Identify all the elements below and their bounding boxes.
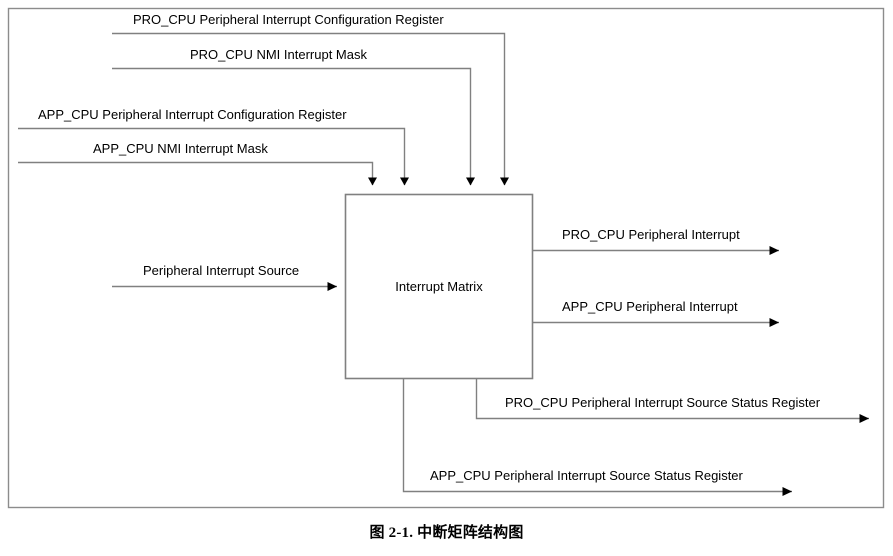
wire-pro-cpu-peripheral-interrupt: PRO_CPU Peripheral Interrupt — [533, 227, 779, 255]
interrupt-matrix-box — [344, 193, 534, 380]
wire-pro-cpu-peripheral-interrupt-source-status-register: PRO_CPU Peripheral Interrupt Source Stat… — [475, 379, 869, 423]
wire-pro-cpu-peripheral-interrupt-configuration-register: PRO_CPU Peripheral Interrupt Configurati… — [112, 12, 509, 186]
wire-peripheral-interrupt-source: Peripheral Interrupt Source — [112, 263, 337, 291]
bottom-output-wires: PRO_CPU Peripheral Interrupt Source Stat… — [402, 379, 869, 496]
wire-label-peripheral-interrupt-source: Peripheral Interrupt Source — [143, 263, 299, 278]
wire-app-cpu-peripheral-interrupt-configuration-register: APP_CPU Peripheral Interrupt Configurati… — [18, 107, 409, 186]
wire-label-pro-cpu-peripheral-interrupt: PRO_CPU Peripheral Interrupt — [562, 227, 740, 242]
interrupt-matrix-label: Interrupt Matrix — [395, 279, 483, 294]
wire-app-cpu-nmi-interrupt-mask: APP_CPU NMI Interrupt Mask — [18, 141, 377, 186]
wire-app-cpu-peripheral-interrupt: APP_CPU Peripheral Interrupt — [533, 299, 779, 327]
wire-label-app-cpu-periph-config: APP_CPU Peripheral Interrupt Configurati… — [38, 107, 347, 122]
wire-pro-cpu-nmi-interrupt-mask: PRO_CPU NMI Interrupt Mask — [112, 47, 475, 186]
wire-label-app-cpu-source-status: APP_CPU Peripheral Interrupt Source Stat… — [430, 468, 744, 483]
wire-label-pro-cpu-periph-config: PRO_CPU Peripheral Interrupt Configurati… — [133, 12, 444, 27]
figure-caption: 图 2-1. 中断矩阵结构图 — [369, 525, 524, 541]
wire-label-pro-cpu-source-status: PRO_CPU Peripheral Interrupt Source Stat… — [505, 395, 821, 410]
interrupt-matrix-block: Interrupt Matrix — [344, 193, 534, 380]
wire-app-cpu-peripheral-interrupt-source-status-register: APP_CPU Peripheral Interrupt Source Stat… — [402, 379, 792, 496]
right-output-wires: PRO_CPU Peripheral Interrupt APP_CPU Per… — [533, 227, 779, 327]
wire-label-pro-cpu-nmi-mask: PRO_CPU NMI Interrupt Mask — [190, 47, 367, 62]
wire-label-app-cpu-nmi-mask: APP_CPU NMI Interrupt Mask — [93, 141, 268, 156]
top-input-wires: PRO_CPU Peripheral Interrupt Configurati… — [18, 12, 509, 186]
wire-label-app-cpu-peripheral-interrupt: APP_CPU Peripheral Interrupt — [562, 299, 738, 314]
